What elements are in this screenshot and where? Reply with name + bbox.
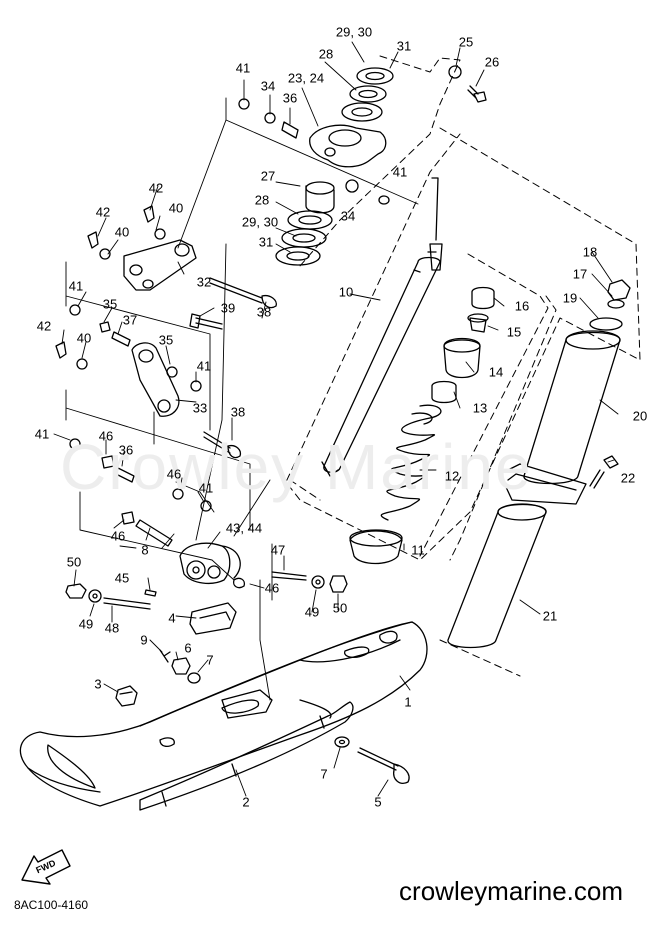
- part-number-41e: 41: [34, 426, 50, 442]
- upper-bracket: [238, 98, 390, 205]
- part-number-25: 25: [458, 34, 474, 50]
- coil-spring: [380, 404, 442, 521]
- part-number-38b: 38: [230, 404, 246, 420]
- part-number-31a: 31: [396, 38, 412, 54]
- part-number-18: 18: [582, 244, 598, 260]
- arm-bolts: [189, 277, 277, 459]
- ski-bracket: [189, 602, 273, 719]
- part-number-20: 20: [632, 408, 648, 424]
- part-number-16: 16: [514, 298, 530, 314]
- part-number-50b: 50: [332, 600, 348, 616]
- part-number-39: 39: [220, 300, 236, 316]
- spindle: [179, 542, 241, 585]
- part-number-36b: 36: [118, 442, 134, 458]
- part-number-6: 6: [184, 640, 192, 656]
- part-number-42c: 42: [36, 318, 52, 334]
- part-number-2930a: 29, 30: [335, 24, 373, 40]
- steering-arms: [123, 239, 197, 417]
- part-number-46c: 46: [110, 528, 126, 544]
- site-watermark: crowleymarine.com: [399, 876, 623, 906]
- part-number-9: 9: [140, 632, 148, 648]
- nut-3: [115, 685, 138, 707]
- part-number-22: 22: [620, 470, 636, 486]
- part-number-32: 32: [196, 274, 212, 290]
- part-number-34b: 34: [340, 208, 356, 224]
- part-number-28a: 28: [318, 46, 334, 62]
- washer-7-lower: [334, 736, 350, 748]
- bushings: [55, 205, 212, 547]
- part-number-28b: 28: [254, 192, 270, 208]
- part-number-46a: 46: [98, 428, 114, 444]
- part-number-37: 37: [122, 312, 138, 328]
- part-number-15: 15: [506, 324, 522, 340]
- part-number-48: 48: [104, 620, 120, 636]
- part-number-11: 11: [411, 542, 425, 558]
- part-number-21: 21: [542, 608, 558, 624]
- part-number-4: 4: [168, 610, 176, 626]
- part-number-41a: 41: [235, 60, 251, 76]
- outer-tube: [499, 330, 621, 505]
- part-number-40a: 40: [168, 200, 184, 216]
- part-number-50a: 50: [66, 554, 82, 570]
- part-number-40c: 40: [76, 330, 92, 346]
- part-number-46b: 46: [166, 466, 182, 482]
- part-number-17: 17: [572, 266, 588, 282]
- inner-tube: [321, 177, 443, 477]
- spindle-hardware: [65, 571, 348, 684]
- assembly-brackets: [65, 97, 419, 701]
- part-number-13: 13: [472, 400, 488, 416]
- background-watermark: Crowley Marine: [60, 431, 533, 503]
- part-number-47: 47: [270, 542, 286, 558]
- part-number-33: 33: [192, 400, 208, 416]
- part-number-36a: 36: [282, 90, 298, 106]
- part-number-27: 27: [260, 168, 276, 184]
- washer-stack: [275, 67, 394, 266]
- part-number-8: 8: [141, 542, 149, 558]
- part-number-46d: 46: [264, 580, 280, 596]
- part-number-35a: 35: [102, 296, 118, 312]
- part-number-49b: 49: [304, 604, 320, 620]
- nut-25-26: [448, 65, 487, 103]
- part-number-5: 5: [374, 794, 382, 810]
- part-number-42a: 42: [148, 180, 164, 196]
- part-number-42b: 42: [95, 204, 111, 220]
- part-number-41f: 41: [198, 480, 214, 496]
- boot: [447, 503, 547, 649]
- part-number-2930b: 29, 30: [241, 214, 279, 230]
- bolt-5: [357, 747, 410, 784]
- part-number-2324: 23, 24: [287, 70, 325, 86]
- part-number-34a: 34: [260, 78, 276, 94]
- part-number-45: 45: [114, 570, 130, 586]
- fwd-arrow-icon: [21, 849, 71, 885]
- bolt-22: [589, 455, 619, 489]
- part-number-40b: 40: [114, 224, 130, 240]
- part-number-31b: 31: [258, 234, 274, 250]
- part-number-38a: 38: [256, 304, 272, 320]
- part-number-26: 26: [484, 54, 500, 70]
- group-outlines: [285, 55, 641, 677]
- part-number-12: 12: [444, 468, 460, 484]
- part-number-49a: 49: [78, 616, 94, 632]
- part-number-14: 14: [488, 364, 504, 380]
- part-number-7b: 7: [320, 766, 328, 782]
- part-number-1: 1: [404, 694, 412, 710]
- part-number-19: 19: [562, 290, 578, 306]
- diagram-code: 8AC100-4160: [14, 898, 89, 912]
- part-number-41d: 41: [196, 358, 212, 374]
- part-number-2: 2: [242, 794, 250, 810]
- ski: [19, 621, 428, 807]
- part-number-4344: 43, 44: [225, 520, 263, 536]
- part-number-41b: 41: [392, 164, 408, 180]
- leader-lines: [53, 41, 619, 797]
- part-number-35b: 35: [158, 332, 174, 348]
- part-number-10: 10: [338, 284, 354, 300]
- part-number-3: 3: [94, 676, 102, 692]
- part-number-7a: 7: [206, 652, 214, 668]
- part-number-41c: 41: [68, 278, 84, 294]
- wear-bar: [139, 701, 354, 811]
